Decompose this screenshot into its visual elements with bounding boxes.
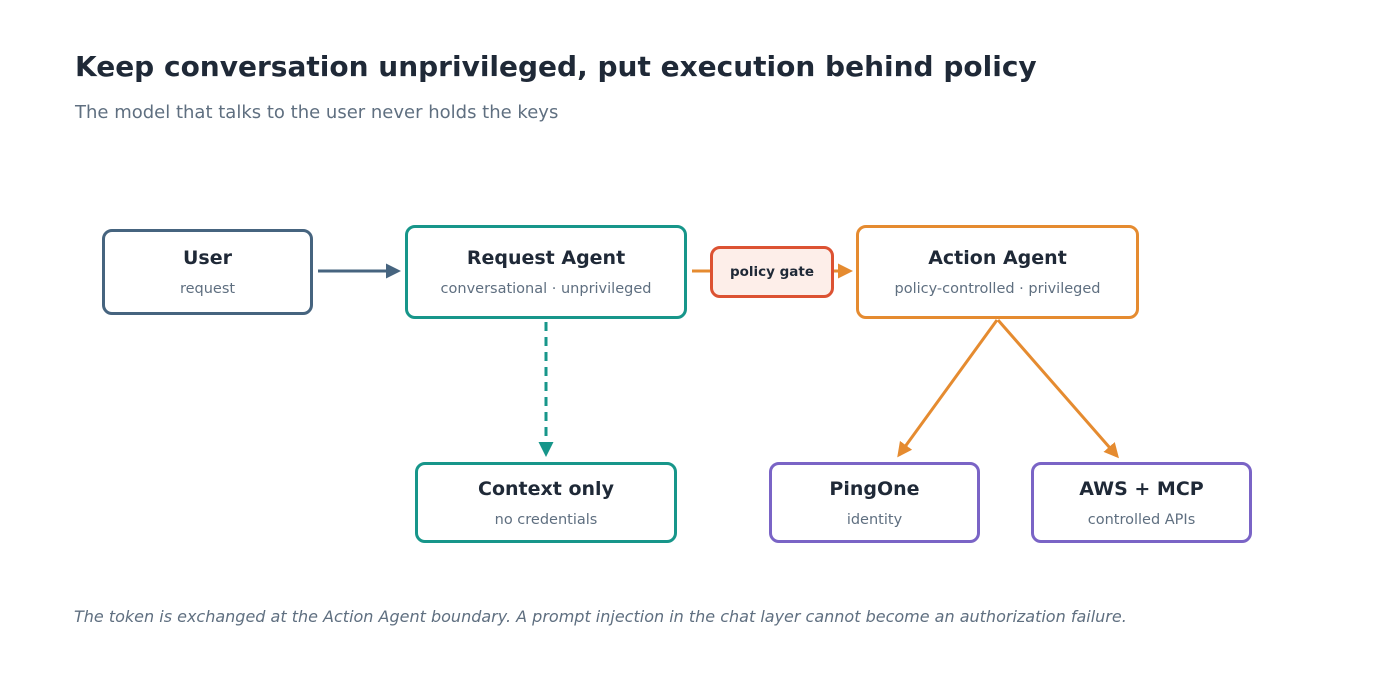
user-node-subtitle: request (179, 281, 236, 297)
request-agent-title: Request Agent (466, 247, 626, 269)
request-agent-node: Request Agent conversational · unprivile… (405, 225, 687, 319)
policy-gate-node: policy gate (710, 246, 834, 298)
diagram-title: Keep conversation unprivileged, put exec… (75, 50, 1037, 83)
action-agent-title: Action Agent (928, 247, 1067, 269)
context-node-subtitle: no credentials (494, 511, 598, 528)
context-node-title: Context only (478, 477, 614, 500)
request-agent-subtitle: conversational · unprivileged (440, 281, 652, 297)
aws-mcp-node-title: AWS + MCP (1079, 477, 1204, 500)
footnote: The token is exchanged at the Action Age… (74, 607, 1127, 626)
edge-action-to-pingone (897, 319, 999, 458)
aws-mcp-node-subtitle: controlled APIs (1087, 511, 1196, 528)
aws-mcp-node: AWS + MCP controlled APIs (1031, 462, 1252, 543)
user-node-title: User (183, 247, 232, 269)
action-agent-subtitle: policy-controlled · privileged (894, 281, 1101, 297)
action-agent-node: Action Agent policy-controlled · privile… (856, 225, 1139, 319)
pingone-node: PingOne identity (769, 462, 980, 543)
context-node: Context only no credentials (415, 462, 677, 543)
user-node: User request (102, 229, 313, 315)
diagram-subtitle: The model that talks to the user never h… (75, 102, 559, 123)
edge-action-to-aws (996, 319, 1119, 459)
pingone-node-subtitle: identity (846, 511, 903, 528)
pingone-node-title: PingOne (829, 477, 920, 500)
